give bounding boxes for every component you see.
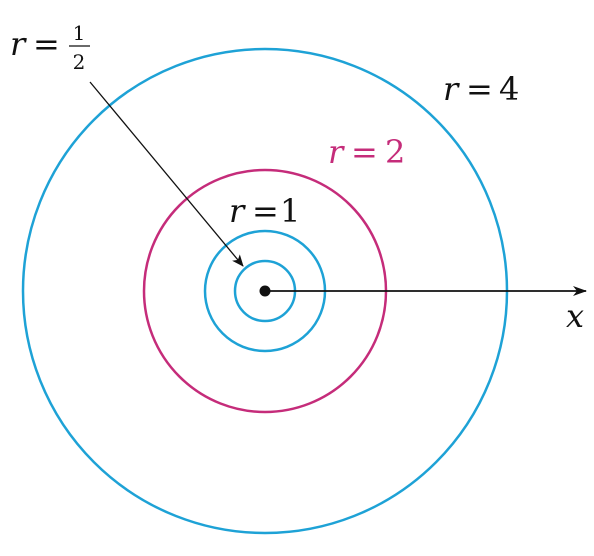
svg-text:r: r <box>229 192 246 230</box>
svg-text:1: 1 <box>73 21 86 45</box>
label-r-1: r = 1 <box>229 192 300 230</box>
svg-text:2: 2 <box>73 50 86 74</box>
svg-text:r: r <box>443 70 460 108</box>
pointer-arrow <box>89 81 244 267</box>
label-r-2: r = 2 <box>328 133 405 171</box>
svg-text:=: = <box>252 192 279 230</box>
svg-text:r: r <box>328 133 345 171</box>
label-r-4: r = 4 <box>443 70 519 108</box>
x-axis-label: x <box>566 297 584 335</box>
svg-text:1: 1 <box>280 192 300 230</box>
label-r-half: r = 1 2 <box>10 21 90 74</box>
origin-point <box>259 285 271 297</box>
svg-text:r: r <box>10 25 27 63</box>
svg-text:=: = <box>33 25 60 63</box>
svg-text:4: 4 <box>499 70 519 108</box>
svg-text:2: 2 <box>385 133 405 171</box>
svg-text:=: = <box>466 70 493 108</box>
svg-text:=: = <box>351 133 378 171</box>
